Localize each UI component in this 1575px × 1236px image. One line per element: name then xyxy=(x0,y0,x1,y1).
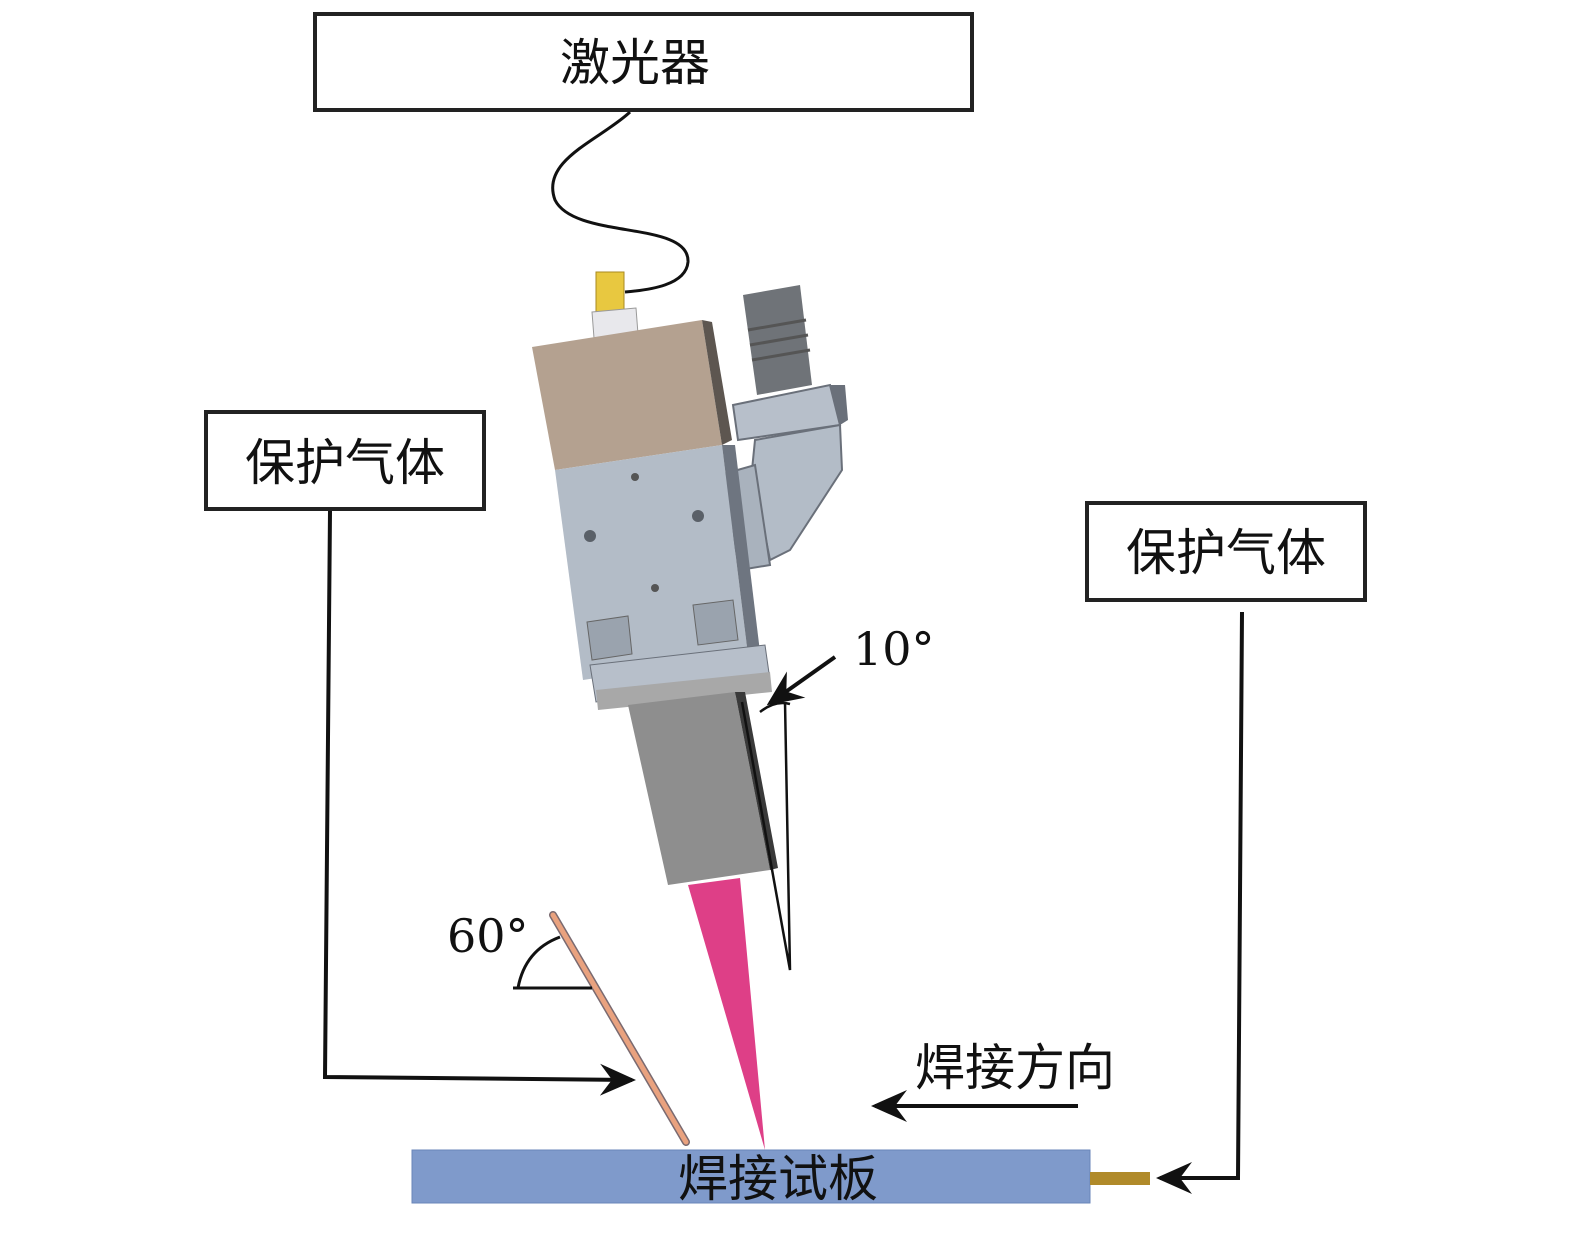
welding-direction-label: 焊接方向 xyxy=(915,1039,1115,1097)
shield-gas-left-line xyxy=(322,510,636,1096)
shield-gas-right-line xyxy=(1156,611,1244,1194)
angle-wire-label: 60° xyxy=(447,909,529,963)
angle-head-label: 10° xyxy=(853,622,935,676)
shield-gas-left-box: 保护气体 xyxy=(204,410,486,511)
laser-box: 激光器 xyxy=(313,12,974,112)
connector-icon xyxy=(595,271,625,313)
filler-wire xyxy=(549,911,690,1146)
laser-label: 激光器 xyxy=(560,34,710,92)
test-plate: 焊接试板 xyxy=(411,1149,1150,1208)
shield-gas-right-label: 保护气体 xyxy=(1126,524,1326,582)
laser-head xyxy=(532,271,848,1150)
laser-beam xyxy=(688,878,765,1150)
head-angle-marker: 10° xyxy=(740,622,935,971)
wire-angle-marker: 60° xyxy=(447,909,592,990)
gas-tube xyxy=(1090,1172,1150,1185)
fiber-cable xyxy=(551,110,690,294)
test-plate-label: 焊接试板 xyxy=(678,1150,878,1208)
shield-gas-right-box: 保护气体 xyxy=(1085,501,1367,602)
welding-direction: 焊接方向 xyxy=(871,1039,1115,1122)
shield-gas-left-label: 保护气体 xyxy=(245,434,445,492)
